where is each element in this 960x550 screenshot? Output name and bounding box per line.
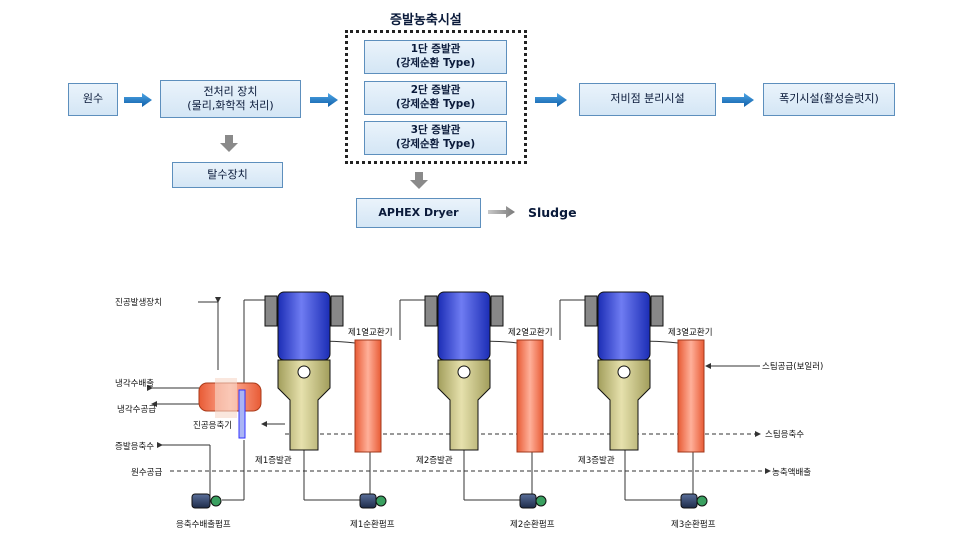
cooling-water-out-label: 냉각수배출 bbox=[115, 378, 154, 389]
arrow-right-icon bbox=[722, 93, 754, 107]
pump-3-icon bbox=[680, 493, 708, 509]
steam-condensate-label: 스팀응축수 bbox=[765, 429, 804, 440]
dewatering-label: 탈수장치 bbox=[207, 167, 248, 181]
steam-supply-label: 스팀공급(보일러) bbox=[762, 361, 823, 372]
arrow-right-gray-icon bbox=[488, 206, 515, 218]
pump-1-icon bbox=[359, 493, 387, 509]
evaporator-3-label: 제3증발관 bbox=[578, 455, 615, 466]
low-boiling-separation-box: 저비점 분리시설 bbox=[579, 83, 716, 116]
raw-water-label: 원수 bbox=[82, 92, 104, 106]
evaporator-2-label: 제2증발관 bbox=[416, 455, 453, 466]
evaporator-3-label-1: 3단 증발관 bbox=[410, 124, 461, 137]
pretreatment-label-1: 전처리 장치 bbox=[203, 84, 258, 98]
flow-arrows bbox=[124, 93, 754, 218]
low-boiling-separation-label: 저비점 분리시설 bbox=[610, 92, 685, 106]
hx1-label: 제1열교환기 bbox=[348, 327, 393, 338]
aeration-facility-label: 폭기시설(활성슬럿지) bbox=[779, 92, 879, 106]
evaporator-1-label-2: (강제순환 Type) bbox=[395, 57, 476, 69]
dewatering-box: 탈수장치 bbox=[172, 162, 283, 188]
arrow-down-icon bbox=[410, 172, 428, 189]
condensate-pump-icon bbox=[191, 493, 222, 509]
condensate-pump-label: 응축수배출펌프 bbox=[176, 519, 231, 530]
aeration-facility-box: 폭기시설(활성슬럿지) bbox=[763, 83, 895, 116]
cooling-water-in-label: 냉각수공급 bbox=[117, 404, 156, 415]
concentrate-out-label: 농축액배출 bbox=[772, 467, 811, 478]
pump-2-label: 제2순환펌프 bbox=[510, 519, 555, 530]
evaporator-1-box: 1단 증발관 (강제순환 Type) bbox=[364, 40, 507, 74]
evaporator-2-label-2: (강제순환 Type) bbox=[395, 98, 476, 110]
pretreatment-label-2: (물리,화학적 처리) bbox=[187, 99, 274, 112]
evaporator-3-box: 3단 증발관 (강제순환 Type) bbox=[364, 121, 507, 155]
vacuum-condenser-label: 진공응축기 bbox=[193, 420, 232, 431]
pump-1-label: 제1순환펌프 bbox=[350, 519, 395, 530]
apex-dryer-label: APHEX Dryer bbox=[378, 205, 459, 219]
pretreatment-box: 전처리 장치 (물리,화학적 처리) bbox=[160, 80, 301, 118]
evaporator-1-label-1: 1단 증발관 bbox=[410, 43, 461, 56]
evaporation-group-frame bbox=[345, 30, 527, 164]
evaporator-2-label-1: 2단 증발관 bbox=[410, 84, 461, 97]
arrow-down-icon bbox=[220, 135, 238, 152]
evaporation-group-title: 증발농축시설 bbox=[390, 13, 462, 28]
arrow-right-icon bbox=[310, 93, 338, 107]
evaporator-3-label-2: (강제순환 Type) bbox=[395, 138, 476, 150]
evap-condensate-label: 증발응축수 bbox=[115, 441, 154, 452]
evaporator-2-box: 2단 증발관 (강제순환 Type) bbox=[364, 81, 507, 115]
hx3-label: 제3열교환기 bbox=[668, 327, 713, 338]
apex-dryer-box: APHEX Dryer bbox=[356, 198, 481, 228]
sludge-label: Sludge bbox=[528, 205, 577, 220]
vacuum-condenser bbox=[198, 378, 262, 439]
pump-2-icon bbox=[519, 493, 547, 509]
evaporator-stage-2 bbox=[424, 291, 544, 453]
evaporator-1-label: 제1증발관 bbox=[255, 455, 292, 466]
raw-water-supply-label: 원수공급 bbox=[131, 468, 162, 478]
raw-water-box: 원수 bbox=[68, 83, 118, 116]
hx2-label: 제2열교환기 bbox=[508, 327, 553, 338]
evaporator-stage-3 bbox=[584, 291, 705, 453]
arrow-right-icon bbox=[124, 93, 152, 107]
evaporator-stage-1 bbox=[264, 291, 382, 453]
vacuum-generator-label: 진공발생장치 bbox=[115, 297, 162, 308]
pump-3-label: 제3순환펌프 bbox=[671, 519, 716, 530]
arrow-right-icon bbox=[535, 93, 567, 107]
